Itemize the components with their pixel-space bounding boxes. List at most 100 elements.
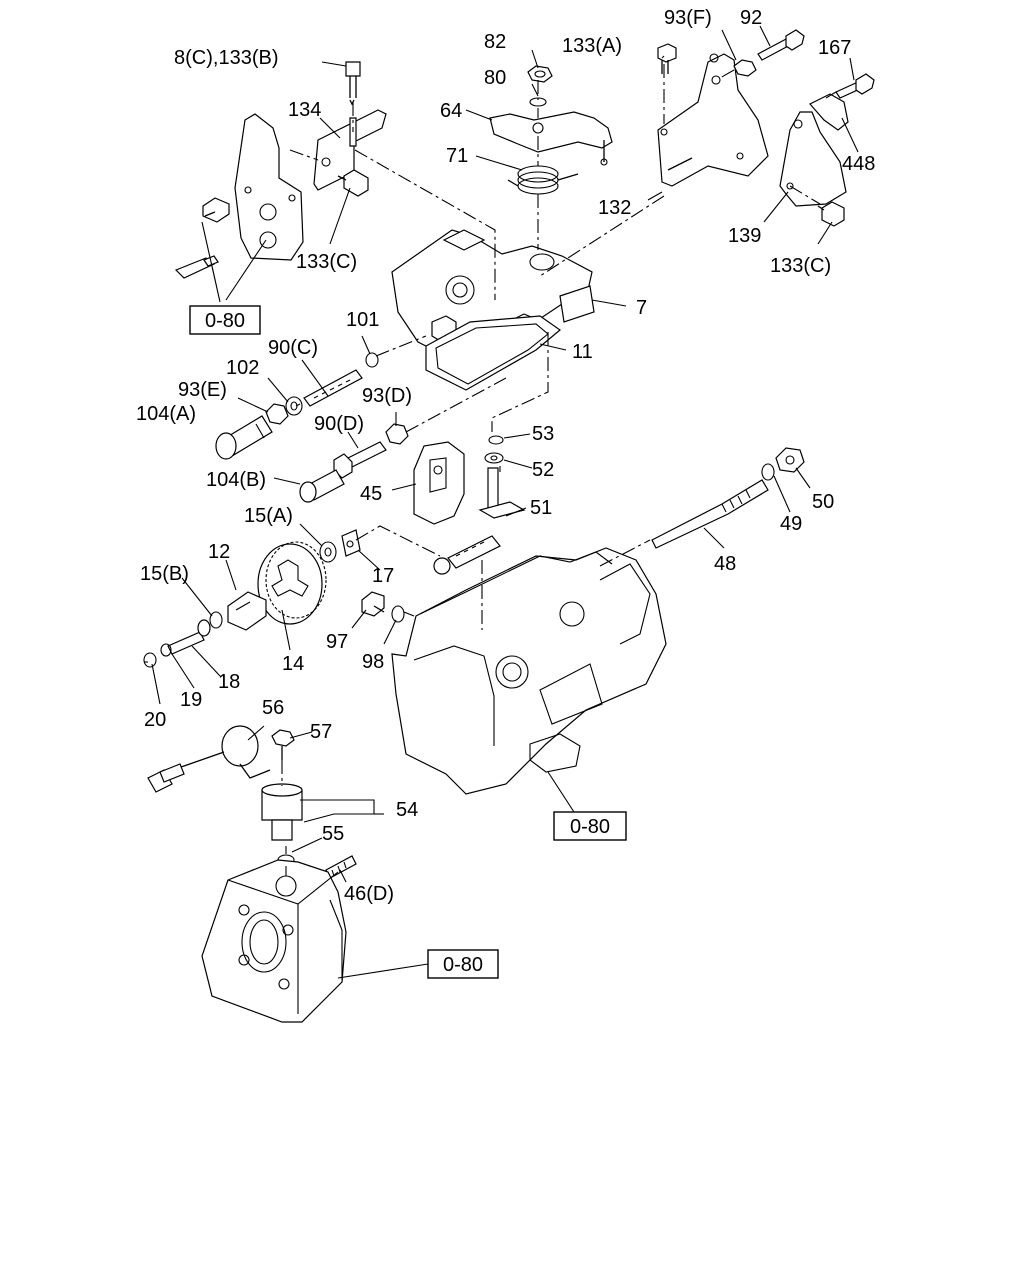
nut-93d (385, 423, 409, 445)
nut-93f (733, 59, 757, 77)
shaft-51 (433, 467, 526, 575)
pump-housing (391, 547, 667, 795)
part-label-139: 139 (728, 225, 761, 247)
part-label-92: 92 (740, 7, 762, 29)
plate-17 (341, 529, 361, 557)
part-label-93e: 93(E) (178, 379, 227, 401)
sensor-56 (147, 725, 271, 793)
part-drawings (143, 29, 875, 1023)
cap-104b (299, 469, 345, 503)
part-label-102: 102 (226, 357, 259, 379)
bolt-133c-right (817, 201, 845, 227)
pin-18 (167, 619, 211, 655)
part-label-8c-133b: 8(C),133(B) (174, 47, 278, 69)
bolt-167 (835, 73, 875, 99)
part-label-56: 56 (262, 697, 284, 719)
part-label-80: 80 (484, 67, 506, 89)
screw-8c-133b (345, 61, 361, 106)
part-label-97: 97 (326, 631, 348, 653)
part-label-50: 50 (812, 491, 834, 513)
part-label-54: 54 (396, 799, 418, 821)
part-label-64: 64 (440, 100, 462, 122)
part-label-12: 12 (208, 541, 230, 563)
oring-101 (365, 352, 379, 368)
part-label-167: 167 (818, 37, 851, 59)
part-label-104a: 104(A) (136, 403, 196, 425)
reference-label: 0-80 (205, 310, 245, 332)
reference-box-right: 0-80 (553, 811, 627, 841)
flyweight-12 (227, 591, 267, 631)
spring-71 (507, 165, 579, 195)
part-label-20: 20 (144, 709, 166, 731)
screw-97 (361, 591, 385, 617)
gear-14 (257, 541, 327, 625)
head-block (201, 859, 347, 1023)
ring-20 (143, 652, 157, 668)
washer-15a (319, 541, 337, 563)
part-label-93f: 93(F) (664, 7, 712, 29)
part-label-19: 19 (180, 689, 202, 711)
washer-102 (285, 396, 303, 416)
part-labels: 8(C),133(B) 82 80 64 71 133(A) 93(F) 92 … (136, 7, 875, 905)
stud-90c (303, 369, 363, 407)
part-label-49: 49 (780, 513, 802, 535)
part-label-17: 17 (372, 565, 394, 587)
solenoid-54 (261, 783, 303, 841)
oring-49 (761, 463, 775, 481)
reference-box-bottom: 0-80 (427, 949, 499, 979)
washer-52 (484, 452, 504, 464)
part-label-71: 71 (446, 145, 468, 167)
part-label-53: 53 (532, 423, 554, 445)
part-label-98: 98 (362, 651, 384, 673)
lever-64 (489, 111, 613, 166)
stud-90d (333, 441, 387, 479)
part-label-133c-left: 133(C) (296, 251, 357, 273)
part-label-93d: 93(D) (362, 385, 412, 407)
part-label-101: 101 (346, 309, 379, 331)
part-label-48: 48 (714, 553, 736, 575)
shaft-48 (651, 479, 769, 549)
nut-82 (527, 65, 553, 83)
bracket-132 (657, 53, 769, 187)
reference-box-upper-left: 0-80 (189, 305, 261, 335)
part-label-45: 45 (360, 483, 382, 505)
part-label-132: 132 (598, 197, 631, 219)
part-label-18: 18 (218, 671, 240, 693)
bolt-92 (757, 29, 805, 61)
part-label-7: 7 (636, 297, 647, 319)
part-label-90c: 90(C) (268, 337, 318, 359)
part-label-14: 14 (282, 653, 304, 675)
part-label-104b: 104(B) (206, 469, 266, 491)
cover-plate-left (174, 113, 304, 279)
part-label-52: 52 (532, 459, 554, 481)
part-label-15a: 15(A) (244, 505, 293, 527)
leader-lines (151, 25, 859, 979)
part-label-90d: 90(D) (314, 413, 364, 435)
part-label-15b: 15(B) (140, 563, 189, 585)
assembly-lines (144, 64, 837, 876)
part-label-51: 51 (530, 497, 552, 519)
part-label-57: 57 (310, 721, 332, 743)
part-label-448: 448 (842, 153, 875, 175)
part-label-46d: 46(D) (344, 883, 394, 905)
bolt-133a (657, 43, 677, 74)
washer-98 (391, 605, 405, 623)
reference-label: 0-80 (570, 816, 610, 838)
part-label-82: 82 (484, 31, 506, 53)
bracket-139 (779, 93, 849, 207)
part-label-133c-right: 133(C) (770, 255, 831, 277)
cap-104a (215, 415, 273, 460)
part-label-134: 134 (288, 99, 321, 121)
oring-53 (488, 435, 504, 445)
nut-50 (775, 447, 805, 473)
plug-46d (325, 855, 357, 879)
lever-45 (413, 441, 465, 525)
washer-15b (209, 611, 223, 629)
reference-label: 0-80 (443, 954, 483, 976)
part-label-55: 55 (322, 823, 344, 845)
part-label-11: 11 (572, 341, 593, 363)
nut-57 (271, 729, 295, 760)
nut-93e (265, 403, 289, 425)
part-label-133a: 133(A) (562, 35, 622, 57)
